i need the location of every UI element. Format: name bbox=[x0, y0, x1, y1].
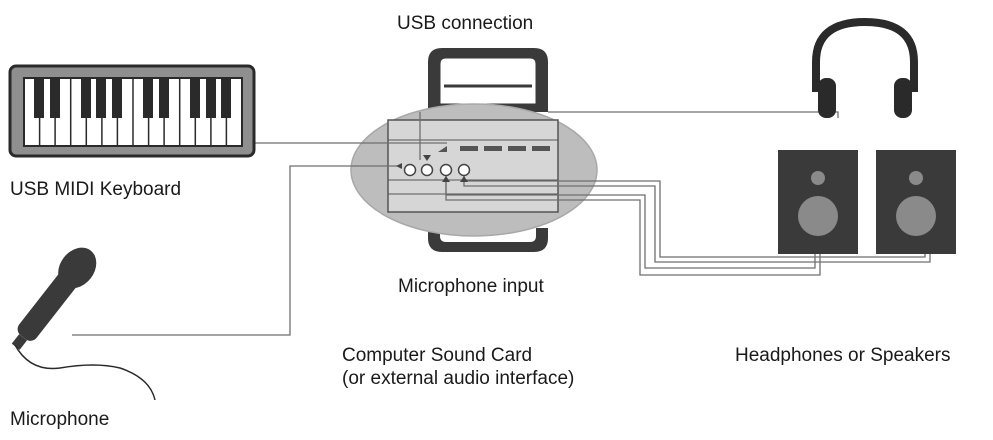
usb-midi-keyboard bbox=[8, 64, 256, 158]
usb-midi-keyboard-label: USB MIDI Keyboard bbox=[10, 179, 182, 200]
cables bbox=[72, 111, 931, 336]
sound-card-label-line1: Computer Sound Card bbox=[342, 345, 533, 366]
microphone-label: Microphone bbox=[10, 409, 110, 430]
speaker-left bbox=[778, 150, 858, 254]
usb-connection-label: USB connection bbox=[397, 13, 534, 34]
microphone-input-label: Microphone input bbox=[398, 276, 544, 297]
speaker-right bbox=[876, 150, 956, 254]
microphone bbox=[11, 247, 156, 401]
sound-card-label-line2: (or external audio interface) bbox=[342, 368, 575, 389]
headphones bbox=[812, 17, 918, 118]
usb-port-row bbox=[438, 146, 550, 152]
outputs-label: Headphones or Speakers bbox=[735, 345, 951, 366]
sound-card-label: Computer Sound Card (or external audio i… bbox=[342, 344, 574, 390]
computer-sound-card bbox=[350, 48, 598, 252]
audio-jacks bbox=[403, 163, 471, 177]
